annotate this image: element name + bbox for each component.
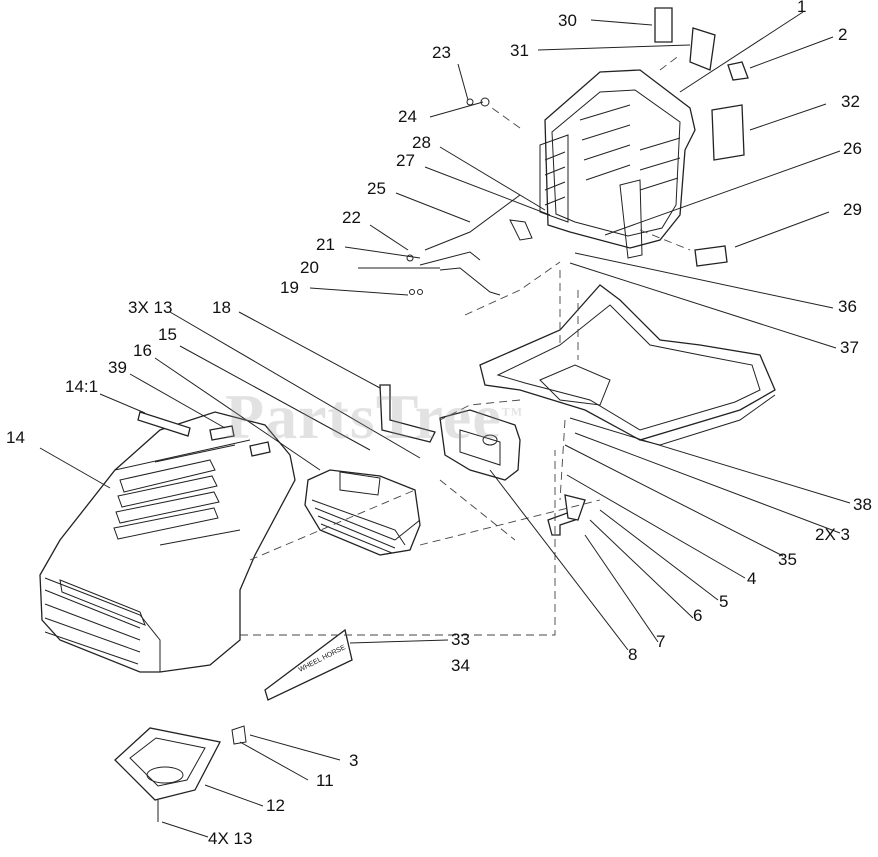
callout-12: 12 [266, 796, 285, 815]
callout-6: 6 [693, 606, 702, 625]
callout-37: 37 [840, 338, 859, 357]
callout-16: 16 [133, 341, 152, 360]
callout-39: 39 [108, 358, 127, 377]
callout-29: 29 [843, 200, 862, 219]
callout-3x13: 3X 13 [128, 298, 172, 317]
callout-7: 7 [656, 632, 665, 651]
callout-35: 35 [778, 550, 797, 569]
callout-1: 1 [797, 0, 806, 16]
callout-5: 5 [719, 592, 728, 611]
callout-33: 33 [451, 630, 470, 649]
callout-32: 32 [841, 92, 860, 111]
callout-3: 3 [349, 751, 358, 770]
callout-18: 18 [212, 298, 231, 317]
seat-lever-parts[interactable] [406, 97, 533, 296]
callout-36: 36 [838, 297, 857, 316]
bracket-part-5[interactable] [547, 494, 586, 536]
callout-31: 31 [510, 41, 529, 60]
bracket-part-18[interactable] [379, 384, 436, 443]
callout-labels: 30 31 1 2 32 26 29 23 24 28 27 25 22 21 … [6, 0, 872, 848]
callout-14: 14 [6, 428, 25, 447]
callout-26: 26 [843, 139, 862, 158]
callout-25: 25 [367, 179, 386, 198]
callout-14-1: 14:1 [65, 377, 98, 396]
dash-bracket-part[interactable] [439, 409, 521, 481]
callout-30: 30 [558, 11, 577, 30]
floor-pan-part[interactable] [479, 284, 776, 446]
callout-38: 38 [853, 495, 872, 514]
callout-28: 28 [412, 133, 431, 152]
cup-holder-part[interactable] [114, 725, 247, 822]
hood-side-decal[interactable]: WHEEL HORSE [264, 628, 353, 701]
callout-4x13: 4X 13 [208, 829, 252, 848]
callout-8: 8 [628, 645, 637, 664]
callout-2: 2 [838, 25, 847, 44]
hood-part[interactable] [39, 411, 296, 673]
callout-19: 19 [280, 278, 299, 297]
callout-2x3: 2X 3 [815, 525, 850, 544]
callout-21: 21 [316, 235, 335, 254]
callout-23: 23 [432, 43, 451, 62]
callout-34: 34 [451, 656, 470, 675]
seat-decals[interactable] [654, 7, 749, 267]
assembly-lines [240, 54, 691, 636]
callout-24: 24 [398, 107, 417, 126]
leader-lines [39, 11, 851, 838]
fender-pan-part[interactable] [539, 69, 696, 259]
callout-11: 11 [316, 771, 334, 790]
callout-15: 15 [158, 325, 177, 344]
callout-22: 22 [342, 208, 361, 227]
callout-20: 20 [300, 258, 319, 277]
callout-27: 27 [396, 151, 415, 170]
callout-4: 4 [747, 569, 756, 588]
